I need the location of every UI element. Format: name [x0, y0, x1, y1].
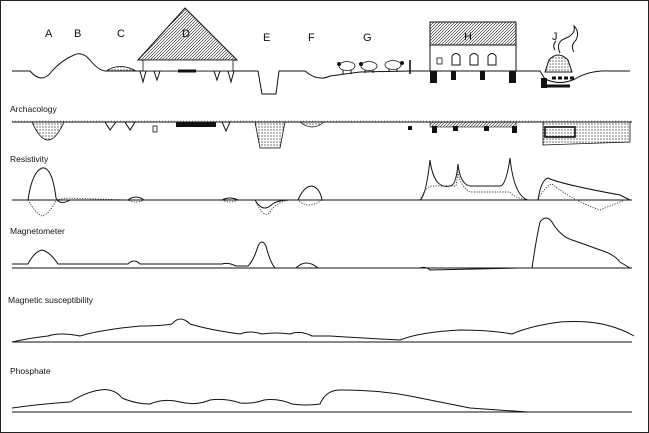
phosphate-trace: [11, 389, 632, 413]
roundhouse-icon: [136, 7, 239, 84]
magnetometer-trace: [12, 217, 631, 271]
mound-c: [104, 66, 138, 72]
ground-profile: [12, 53, 630, 95]
resistivity-profile: [12, 157, 632, 217]
sheep-icon: [337, 60, 404, 74]
label-g: G: [363, 32, 372, 44]
label-a: A: [45, 28, 53, 40]
resistivity-dotted-trace: [12, 171, 626, 217]
section-label-magnetic-susceptibility: Magnetic susceptibility: [8, 295, 94, 305]
archaeology-plan: [12, 120, 632, 149]
magnetometer-profile: [12, 217, 632, 271]
label-f: F: [308, 32, 315, 44]
building-icon: [429, 21, 517, 83]
magnetic-susceptibility-trace: [11, 318, 635, 343]
label-e: E: [263, 32, 270, 44]
section-label-magnetometer: Magnetometer: [10, 226, 65, 236]
section-label-archaeology: Archacology: [10, 104, 58, 114]
resistivity-trace: [12, 157, 631, 209]
phosphate-profile: [11, 389, 632, 413]
kiln-icon: [541, 24, 579, 88]
ground-surface-line: [12, 53, 630, 95]
label-b: B: [74, 28, 81, 40]
label-j: J: [552, 31, 558, 43]
section-label-resistivity: Resistivity: [10, 154, 49, 164]
section-label-phosphate: Phosphate: [10, 366, 51, 376]
label-c: C: [117, 28, 125, 40]
magnetic-susceptibility-profile: [11, 318, 635, 343]
